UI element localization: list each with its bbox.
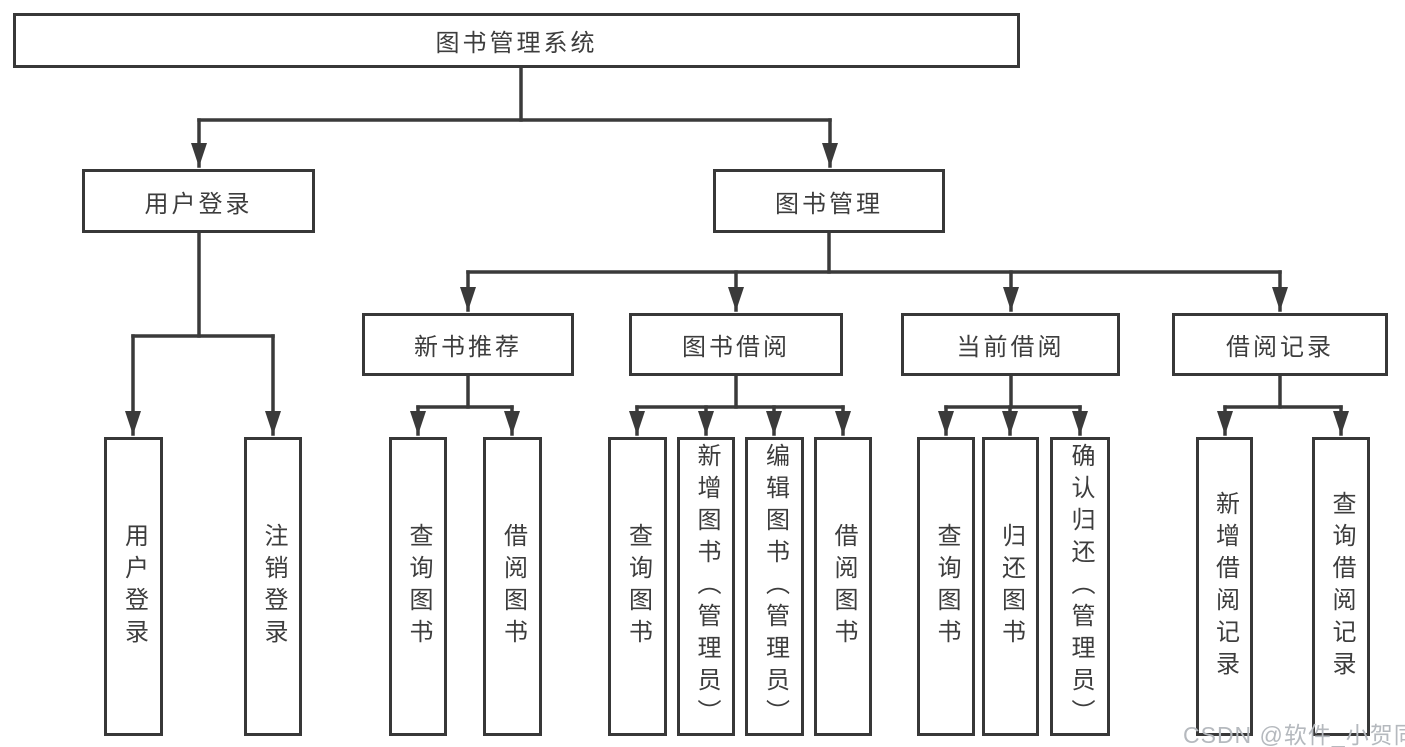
leaf-confirm-return-admin: 确认归还（管理员） xyxy=(1050,437,1110,736)
leaf-borrow-books-1-label: 借阅图书 xyxy=(499,522,527,651)
leaf-borrow-books-1: 借阅图书 xyxy=(483,437,542,736)
leaf-confirm-return-admin-label: 确认归还（管理员） xyxy=(1067,442,1094,731)
leaf-query-books-3-label: 查询图书 xyxy=(933,522,960,651)
leaf-query-books-3: 查询图书 xyxy=(917,437,975,736)
leaf-query-books-2-label: 查询图书 xyxy=(624,522,652,651)
node-user-login: 用户登录 xyxy=(82,169,315,233)
node-book-borrow: 图书借阅 xyxy=(629,313,843,376)
leaf-query-borrow-record: 查询借阅记录 xyxy=(1312,437,1370,736)
leaf-return-books-label: 归还图书 xyxy=(997,522,1025,651)
node-current-borrow: 当前借阅 xyxy=(901,313,1120,376)
node-borrow-records: 借阅记录 xyxy=(1172,313,1388,376)
node-book-management: 图书管理 xyxy=(713,169,945,233)
leaf-add-borrow-record: 新增借阅记录 xyxy=(1196,437,1253,736)
leaf-borrow-books-2: 借阅图书 xyxy=(814,437,872,736)
leaf-user-login: 用户登录 xyxy=(104,437,163,736)
leaf-add-books-admin: 新增图书（管理员） xyxy=(677,437,735,736)
leaf-borrow-books-2-label: 借阅图书 xyxy=(830,522,857,651)
leaf-add-books-admin-label: 新增图书（管理员） xyxy=(693,442,720,731)
leaf-query-books-2: 查询图书 xyxy=(608,437,667,736)
leaf-logout-label: 注销登录 xyxy=(260,522,287,651)
leaf-return-books: 归还图书 xyxy=(982,437,1039,736)
leaf-add-borrow-record-label: 新增借阅记录 xyxy=(1211,490,1239,683)
leaf-query-borrow-record-label: 查询借阅记录 xyxy=(1328,490,1355,683)
node-new-book-recommend: 新书推荐 xyxy=(362,313,574,376)
leaf-query-books-1-label: 查询图书 xyxy=(405,522,432,651)
node-root-library-system: 图书管理系统 xyxy=(13,13,1020,68)
leaf-query-books-1: 查询图书 xyxy=(389,437,447,736)
leaf-edit-books-admin-label: 编辑图书（管理员） xyxy=(761,442,789,731)
leaf-logout: 注销登录 xyxy=(244,437,302,736)
leaf-user-login-label: 用户登录 xyxy=(120,522,148,651)
leaf-edit-books-admin: 编辑图书（管理员） xyxy=(745,437,804,736)
csdn-watermark: CSDN @软件_小贺同学 xyxy=(1183,722,1405,747)
